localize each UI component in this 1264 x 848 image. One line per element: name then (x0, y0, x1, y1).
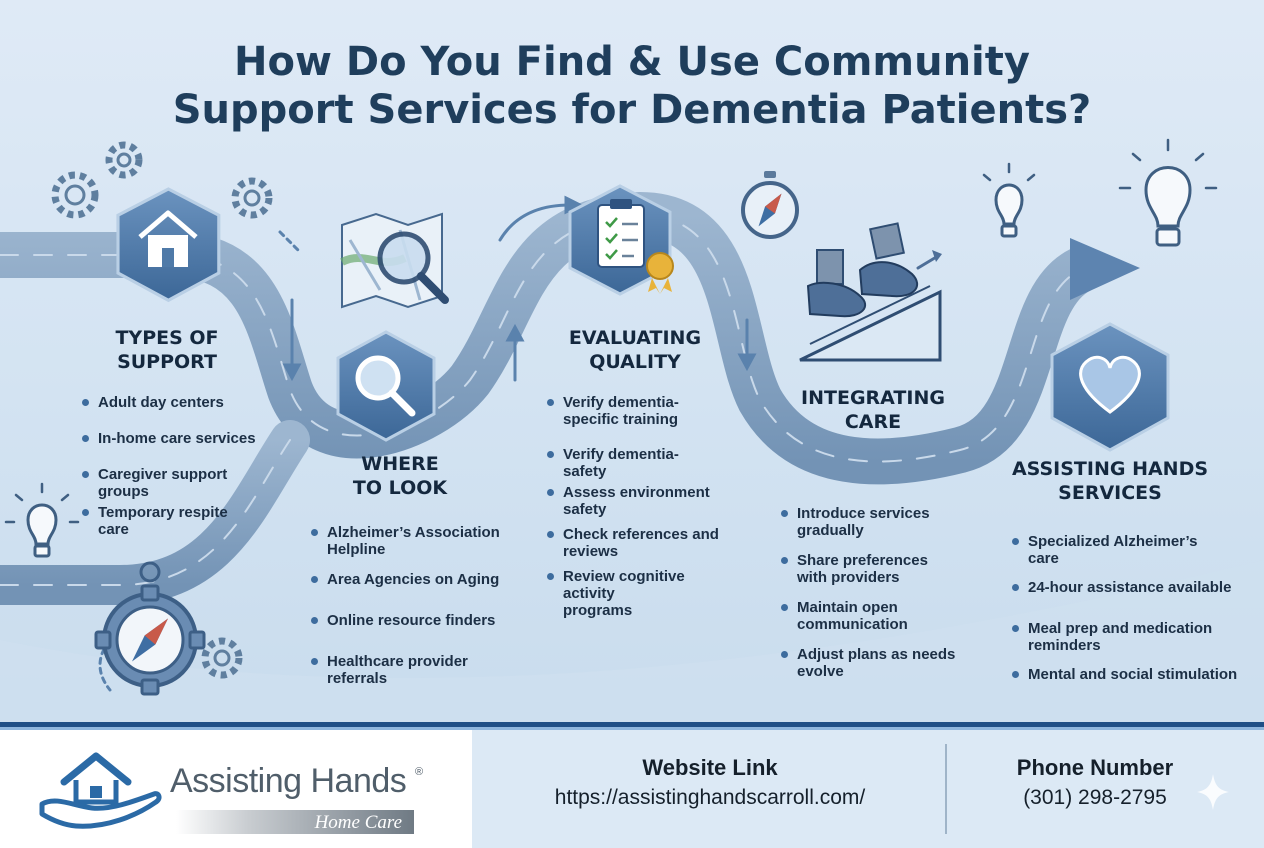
hand-house-logo-icon (39, 752, 162, 829)
page-title: How Do You Find & Use Community Support … (0, 38, 1264, 134)
list-item: Review cognitive activity programs (547, 568, 687, 619)
footer-divider-dark (0, 722, 1264, 727)
list-item: Alzheimer’s Association Helpline (311, 524, 506, 558)
list-item: Share preferences with providers (781, 552, 931, 586)
list-item: Temporary respite care (82, 504, 232, 538)
list-item: Specialized Alzheimer’s care (1012, 533, 1202, 567)
list-item: Adult day centers (82, 394, 272, 411)
list-item: Healthcare provider referrals (311, 653, 481, 687)
house-icon (116, 187, 221, 303)
list-item: Maintain open communication (781, 599, 911, 633)
infographic-canvas: How Do You Find & Use Community Support … (0, 0, 1264, 722)
background-hill (0, 560, 1264, 722)
gear-icons (51, 141, 273, 679)
road-diagram (0, 138, 1264, 722)
stage-title-where-to-look: WHERE TO LOOK (352, 453, 448, 499)
walking-shoes-icon (799, 222, 942, 362)
map-icon (340, 212, 449, 309)
types-of-support-list: Adult day centers In-home care services … (82, 394, 272, 538)
heart-icon (1050, 322, 1170, 452)
list-item: 24-hour assistance available (1012, 579, 1252, 596)
list-item: Caregiver support groups (82, 466, 232, 500)
website-label: Website Link (642, 755, 778, 780)
list-item: Introduce services gradually (781, 505, 931, 539)
stage-title-integrating-care: INTEGRATING CARE (801, 387, 945, 433)
phone-number[interactable]: (301) 298-2795 (1023, 786, 1167, 809)
list-item: Verify dementia-safety (547, 446, 687, 480)
footer: Assisting Hands ® Home Care Website Link… (0, 722, 1264, 848)
list-item: Meal prep and medication reminders (1012, 620, 1222, 654)
logo-subtitle-band: Home Care (176, 810, 414, 834)
integrating-care-list: Introduce services gradually Share prefe… (781, 505, 966, 680)
footer-column-divider (945, 744, 947, 834)
stage-title-assisting-hands-services: ASSISTING HANDS SERVICES (1011, 458, 1209, 504)
list-item: Area Agencies on Aging (311, 571, 511, 588)
stage-title-evaluating-quality: EVALUATING QUALITY (568, 327, 702, 373)
where-to-look-list: Alzheimer’s Association Helpline Area Ag… (311, 524, 511, 687)
list-item: Mental and social stimulation (1012, 666, 1252, 683)
magnifier-icon (336, 330, 436, 442)
lightbulb-icons (26, 166, 1192, 558)
assisting-hands-services-list: Specialized Alzheimer’s care 24-hour ass… (1012, 533, 1252, 683)
list-item: In-home care services (82, 430, 272, 447)
road-arrow-head (1070, 238, 1140, 300)
compass-gear-icon (94, 561, 206, 696)
list-item: Check references and reviews (547, 526, 725, 560)
bulb-rays (4, 138, 1218, 524)
clipboard-icon (568, 184, 674, 296)
list-item: Adjust plans as needs evolve (781, 646, 961, 680)
logo-panel: Assisting Hands ® Home Care (0, 730, 472, 848)
footer-divider-light (0, 727, 1264, 730)
list-item: Verify dementia-specific training (547, 394, 687, 428)
website-link[interactable]: https://assistinghandscarroll.com/ (554, 786, 866, 809)
evaluating-quality-list: Verify dementia-specific training Verify… (547, 394, 727, 619)
logo-subtitle: Home Care (314, 812, 402, 833)
logo-wordmark: Assisting Hands (170, 762, 407, 800)
stage-title-types-of-support: TYPES OF SUPPORT (115, 327, 219, 373)
registered-mark: ® (415, 766, 424, 778)
list-item: Assess environment safety (547, 484, 722, 518)
title-line-2: Support Services for Dementia Patients? (172, 87, 1092, 133)
phone-label: Phone Number (1016, 755, 1174, 780)
list-item: Online resource finders (311, 612, 511, 629)
compass-icon-top (741, 171, 799, 239)
sparkle-icon (1197, 774, 1229, 810)
title-line-1: How Do You Find & Use Community (234, 39, 1030, 85)
